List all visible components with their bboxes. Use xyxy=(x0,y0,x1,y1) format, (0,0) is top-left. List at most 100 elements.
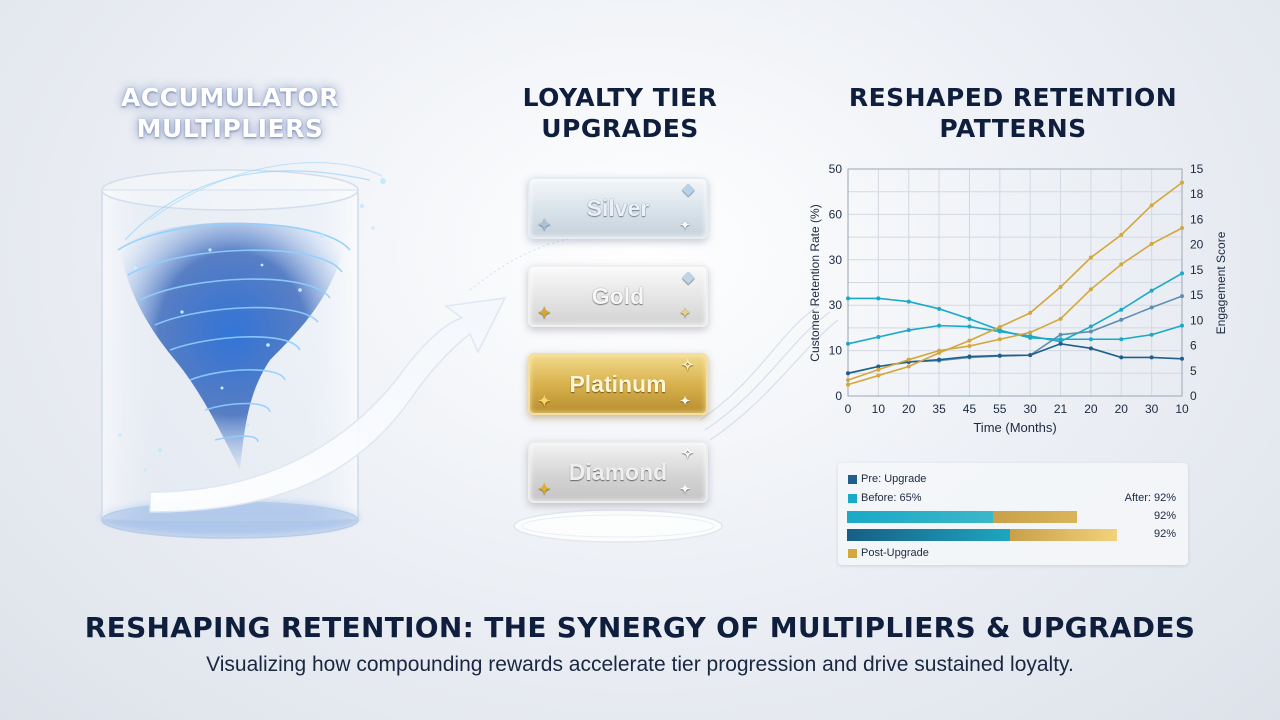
sparkle-icon: ✦ xyxy=(679,306,690,320)
x-tick-label: 21 xyxy=(1054,402,1068,416)
series-point xyxy=(876,373,881,378)
x-tick-label: 20 xyxy=(1115,402,1129,416)
retention-legend-panel: Pre: Upgrade Before: 65% After: 92% 92% … xyxy=(838,463,1188,565)
series-point xyxy=(967,354,972,359)
series-point xyxy=(1028,353,1033,358)
x-tick-label: 0 xyxy=(845,402,852,416)
x-axis-label: Time (Months) xyxy=(973,420,1056,435)
series-point xyxy=(1149,332,1154,337)
series-point xyxy=(1058,341,1063,346)
legend-swatch-pre-upgrade xyxy=(848,475,857,484)
flow-ribbon xyxy=(699,304,839,441)
y2-tick-label: 20 xyxy=(1190,238,1204,252)
y2-tick-label: 0 xyxy=(1190,389,1197,403)
tier-badge-platinum: Platinum ✧ ✦ ✦ xyxy=(528,353,708,415)
series-point xyxy=(937,348,942,353)
series-point xyxy=(1088,346,1093,351)
heading-accumulator-multipliers: ACCUMULATOR MULTIPLIERS xyxy=(121,83,339,143)
series-point xyxy=(1058,316,1063,321)
tier-label: Gold xyxy=(591,282,645,309)
legend-swatch-post-upgrade xyxy=(848,549,857,558)
series-point xyxy=(906,299,911,304)
y2-tick-label: 15 xyxy=(1190,288,1204,302)
sparkle-icon: ✦ xyxy=(679,218,690,232)
series-point xyxy=(1180,180,1184,185)
diamond-gem-icon: ✧ xyxy=(681,445,694,462)
series-point xyxy=(1088,255,1093,260)
series-point xyxy=(876,296,881,301)
y2-axis-label: Engagement Score xyxy=(1214,231,1228,334)
series-point xyxy=(967,324,972,329)
vortex-swirl-icon xyxy=(117,162,386,472)
y2-tick-label: 15 xyxy=(1190,162,1204,176)
series-point xyxy=(906,357,911,362)
y-axis-label: Customer Retention Rate (%) xyxy=(808,204,822,361)
series-line xyxy=(847,342,1183,375)
series-point xyxy=(906,364,911,369)
series-point xyxy=(1180,294,1184,299)
series-point xyxy=(1028,330,1033,335)
y-tick-label: 60 xyxy=(829,207,843,221)
series-point xyxy=(997,353,1002,358)
bar-before-segment xyxy=(847,529,1010,541)
series-point xyxy=(1088,324,1093,329)
series-point xyxy=(1088,329,1093,334)
legend-swatch-before xyxy=(848,494,857,503)
series-point xyxy=(997,337,1002,342)
tier-badge-silver: Silver ◆ ✦ ✦ xyxy=(528,177,708,239)
series-point xyxy=(876,334,881,339)
y-tick-label: 30 xyxy=(829,298,843,312)
series-point xyxy=(846,382,850,387)
tier-pedestal xyxy=(513,509,723,543)
series-line xyxy=(847,181,1183,386)
series-point xyxy=(1058,285,1063,290)
x-tick-label: 30 xyxy=(1024,402,1038,416)
x-tick-label: 10 xyxy=(1175,402,1189,416)
chart-grid xyxy=(847,168,1183,397)
footer-subtitle: Visualizing how compounding rewards acce… xyxy=(206,653,1074,676)
series-point xyxy=(1028,310,1033,315)
x-tick-label: 35 xyxy=(932,402,946,416)
bar-before-segment xyxy=(847,511,994,523)
y-tick-label: 0 xyxy=(835,389,842,403)
series-point xyxy=(1149,241,1154,246)
series-point xyxy=(967,316,972,321)
series-point xyxy=(1149,203,1154,208)
bar2-value: 92% xyxy=(1153,528,1176,540)
x-tick-label: 45 xyxy=(963,402,977,416)
series-point xyxy=(997,324,1002,329)
heading-reshaped-retention-patterns: RESHAPED RETENTION PATTERNS xyxy=(848,83,1178,143)
series-point xyxy=(997,329,1002,334)
sparkle-icon: ✦ xyxy=(679,482,690,496)
series-point xyxy=(967,344,972,349)
tier-label: Diamond xyxy=(568,458,668,485)
series-point xyxy=(1149,305,1154,310)
series-line xyxy=(847,272,1183,345)
diamond-gem-icon: ◆ xyxy=(682,269,694,286)
series-point xyxy=(937,306,942,311)
series-point xyxy=(1119,307,1124,312)
series-point xyxy=(1180,356,1184,361)
series-point xyxy=(876,364,881,369)
series-point xyxy=(1149,288,1154,293)
series-point xyxy=(1088,287,1093,292)
x-tick-label: 20 xyxy=(1084,402,1098,416)
series-point xyxy=(1088,337,1093,342)
star-gem-icon: ✦ xyxy=(538,217,551,234)
series-point xyxy=(1119,355,1124,360)
series-point xyxy=(846,341,850,346)
x-tick-label: 10 xyxy=(872,402,886,416)
tier-badge-diamond: Diamond ✧ ✦ ✦ xyxy=(528,441,708,503)
series-point xyxy=(1119,317,1124,322)
series-point xyxy=(846,371,850,376)
series-point xyxy=(846,378,850,383)
y2-tick-label: 10 xyxy=(1190,313,1204,327)
tier-label: Platinum xyxy=(569,370,667,397)
y2-tick-label: 5 xyxy=(1190,364,1197,378)
legend-pre-upgrade: Pre: Upgrade xyxy=(861,473,927,485)
y2-tick-label: 6 xyxy=(1190,339,1197,353)
